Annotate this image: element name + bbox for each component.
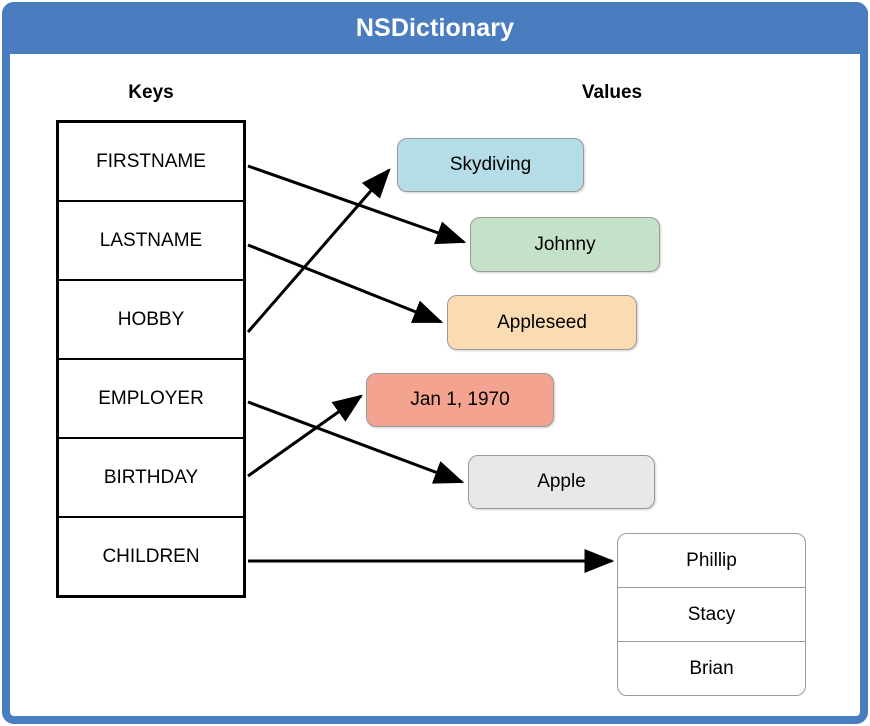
value-pill-skydiving[interactable]: Skydiving [397, 138, 584, 192]
key-row-hobby[interactable]: HOBBY [59, 281, 243, 360]
keys-table: FIRSTNAME LASTNAME HOBBY EMPLOYER BIRTHD… [56, 120, 246, 598]
value-pill-appleseed[interactable]: Appleseed [447, 295, 637, 350]
key-row-birthday[interactable]: BIRTHDAY [59, 439, 243, 518]
key-row-firstname[interactable]: FIRSTNAME [59, 123, 243, 202]
key-row-children[interactable]: CHILDREN [59, 518, 243, 595]
window-title: NSDictionary [355, 13, 515, 42]
children-list-box: Phillip Stacy Brian [617, 533, 806, 696]
keys-column-heading: Keys [128, 82, 174, 103]
value-pill-birthday-date[interactable]: Jan 1, 1970 [366, 373, 554, 427]
key-row-employer[interactable]: EMPLOYER [59, 360, 243, 439]
value-pill-apple[interactable]: Apple [468, 455, 655, 509]
values-column-heading: Values [581, 82, 643, 103]
children-list-item-stacy[interactable]: Stacy [618, 588, 805, 642]
window-titlebar: NSDictionary [2, 2, 868, 54]
children-list-item-brian[interactable]: Brian [689, 657, 734, 679]
value-pill-johnny[interactable]: Johnny [470, 217, 660, 272]
key-row-lastname[interactable]: LASTNAME [59, 202, 243, 281]
children-list-item-phillip[interactable]: Phillip [618, 534, 805, 588]
